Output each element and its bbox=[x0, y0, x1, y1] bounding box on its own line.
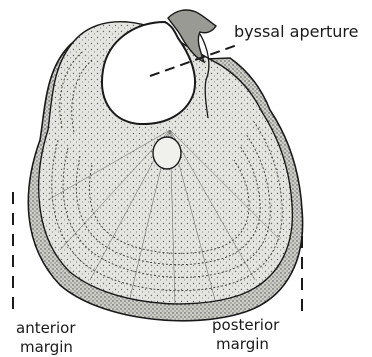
posterior-label-line1: posterior bbox=[212, 316, 280, 334]
shell-body bbox=[28, 10, 302, 321]
muscle-scar bbox=[153, 137, 181, 169]
posterior-label-line2: margin bbox=[216, 335, 269, 353]
anterior-label-line2: margin bbox=[20, 338, 73, 356]
anterior-label-line1: anterior bbox=[16, 319, 76, 337]
byssal-aperture-label: byssal aperture bbox=[234, 22, 359, 41]
